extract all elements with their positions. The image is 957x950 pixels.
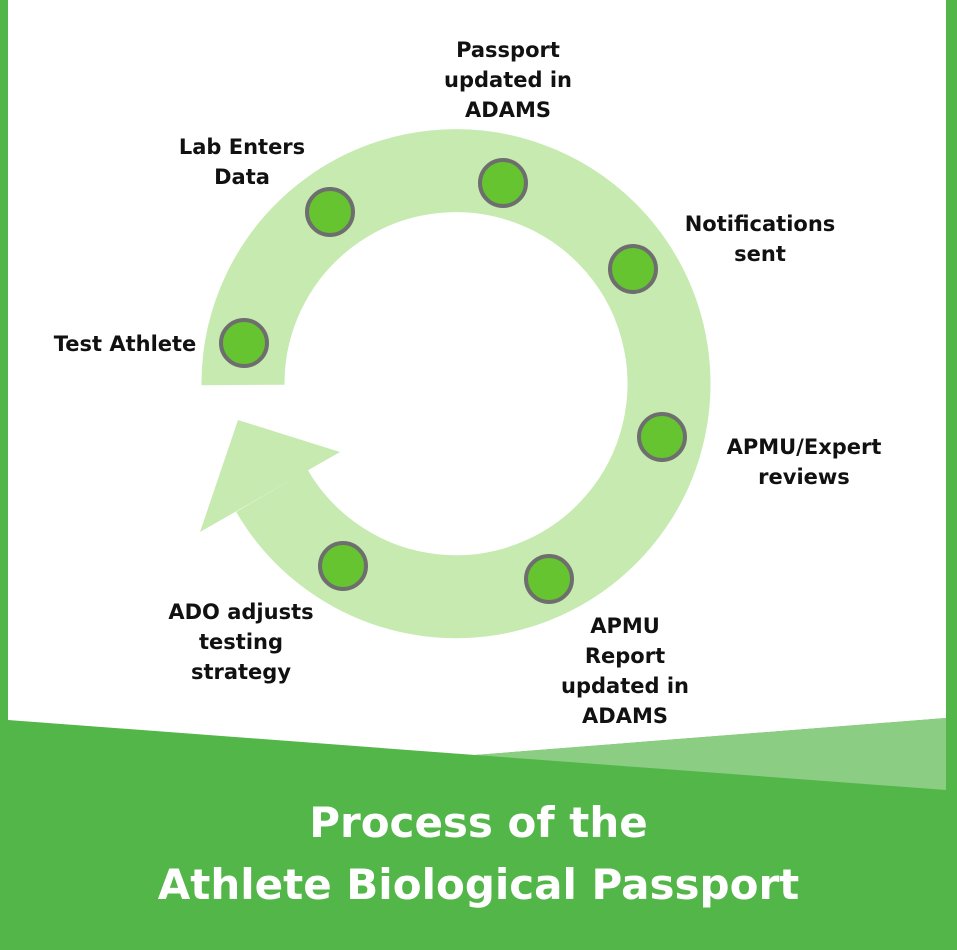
step-node-passport-updated [478, 158, 528, 208]
step-label-apmu-review: APMU/Expert reviews [726, 435, 882, 489]
step-label-ado-adjusts: ADO adjusts testing strategy [168, 600, 314, 684]
title-line-2: Athlete Biological Passport [157, 860, 800, 909]
arrowhead [200, 420, 340, 532]
step-label-apmu-report: APMU Report updated in ADAMS [561, 614, 689, 728]
title-line-1: Process of the [309, 798, 648, 847]
step-node-lab-enters-data [305, 187, 355, 237]
step-node-test-athlete [219, 318, 269, 368]
step-node-apmu-review [637, 412, 687, 462]
step-nodes [219, 158, 687, 604]
step-node-ado-adjusts [318, 541, 368, 591]
step-label-lab-enters-data: Lab Enters Data [178, 135, 306, 189]
step-label-test-athlete: Test Athlete [53, 332, 197, 356]
accent-triangle [475, 718, 946, 790]
step-label-notifications: Notifications sent [684, 212, 836, 266]
white-panel [8, 0, 946, 755]
step-node-apmu-report [524, 554, 574, 604]
step-node-notifications [608, 244, 658, 294]
step-label-passport-updated: Passport updated in ADAMS [444, 38, 572, 122]
